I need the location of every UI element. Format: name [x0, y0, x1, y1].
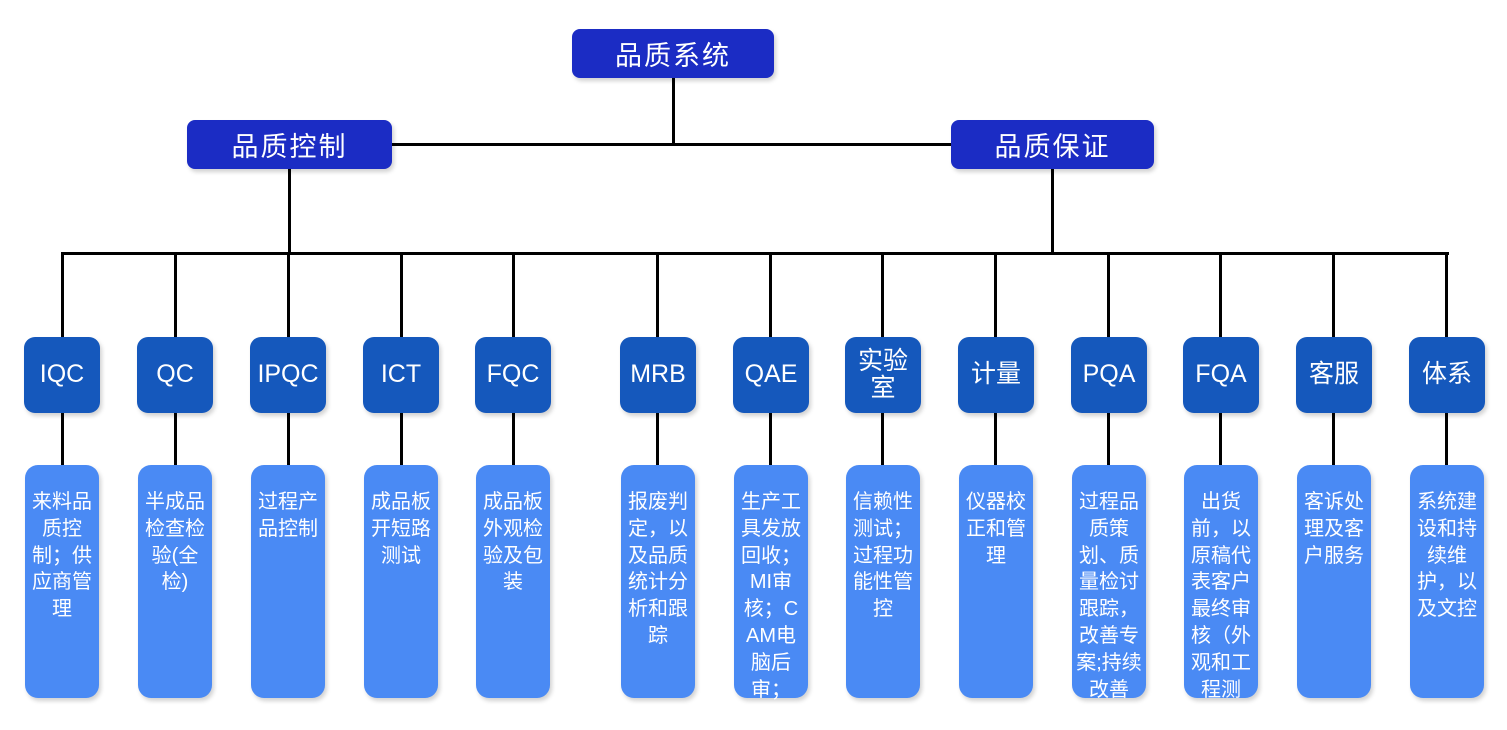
- card-detail-pqa[interactable]: 过程品质策划、质量检讨跟踪，改善专案;持续改善: [1072, 465, 1146, 701]
- detail-text-1: 半成品检查检验(全检): [145, 491, 205, 594]
- detail-text-3: 成品板开短路测试: [371, 491, 431, 567]
- connector-drop-system: [1445, 252, 1448, 338]
- detail-text-0: 来料品质控制；供应商管理: [32, 491, 92, 621]
- node-branch-label-1: 品质保证: [994, 132, 1111, 162]
- card-detail-metrology[interactable]: 仪器校正和管理: [959, 465, 1033, 698]
- department-code-11: 客服: [1308, 360, 1359, 389]
- connector-stub-lab: [881, 413, 884, 466]
- node-branch-quality-assurance[interactable]: 品质保证: [951, 120, 1154, 169]
- connector-drop-service: [1332, 252, 1335, 338]
- department-code-8: 计量: [970, 360, 1021, 389]
- node-department-qae[interactable]: QAE: [733, 337, 809, 413]
- detail-text-8: 仪器校正和管理: [966, 491, 1026, 567]
- connector-stub-fqa: [1219, 413, 1222, 466]
- node-department-fqc[interactable]: FQC: [475, 337, 551, 413]
- connector-root-stem: [672, 78, 675, 145]
- node-department-laboratory[interactable]: 实验室: [845, 337, 921, 413]
- department-code-6: QAE: [744, 360, 798, 389]
- node-department-mrb[interactable]: MRB: [620, 337, 696, 413]
- card-detail-system[interactable]: 系统建设和持续维护，以及文控: [1410, 465, 1484, 698]
- connector-drop-fqc: [512, 252, 515, 338]
- card-detail-fqc[interactable]: 成品板外观检验及包装: [476, 465, 550, 698]
- detail-text-12: 系统建设和持续维护，以及文控: [1417, 491, 1477, 621]
- department-code-4: FQC: [486, 360, 540, 389]
- department-code-7: 实验室: [857, 346, 908, 402]
- card-detail-fqa[interactable]: 出货前，以原稿代表客户最终审核（外观和工程测量）: [1184, 465, 1258, 727]
- detail-text-6: 生产工具发放回收；MI审核；CAM电脑后审；: [741, 491, 801, 701]
- department-code-5: MRB: [630, 360, 686, 389]
- connector-department-bus: [61, 252, 1449, 255]
- department-code-0: IQC: [39, 360, 85, 389]
- connector-qc-stem: [288, 169, 291, 254]
- connector-stub-mrb: [656, 413, 659, 466]
- detail-text-11: 客诉处理及客户服务: [1304, 491, 1364, 567]
- card-detail-mrb[interactable]: 报废判定，以及品质统计分析和跟踪: [621, 465, 695, 698]
- connector-stub-system: [1445, 413, 1448, 466]
- card-detail-qc[interactable]: 半成品检查检验(全检): [138, 465, 212, 698]
- node-root-label: 品质系统: [615, 41, 731, 71]
- connector-stub-service: [1332, 413, 1335, 466]
- node-branch-label-0: 品质控制: [231, 132, 348, 162]
- connector-drop-pqa: [1107, 252, 1110, 338]
- department-code-12: 体系: [1421, 360, 1472, 389]
- detail-text-10: 出货前，以原稿代表客户最终审核（外观和工程测量）: [1191, 491, 1251, 728]
- connector-stub-pqa: [1107, 413, 1110, 466]
- card-detail-ipqc[interactable]: 过程产品控制: [251, 465, 325, 698]
- card-detail-laboratory[interactable]: 信赖性测试；过程功能性管控: [846, 465, 920, 698]
- department-code-3: ICT: [380, 360, 422, 389]
- connector-stub-qae: [769, 413, 772, 466]
- connector-drop-ict: [400, 252, 403, 338]
- detail-text-9: 过程品质策划、质量检讨跟踪，改善专案;持续改善: [1076, 491, 1142, 701]
- connector-stub-qc: [174, 413, 177, 466]
- connector-stub-metrology: [994, 413, 997, 466]
- node-department-system[interactable]: 体系: [1409, 337, 1485, 413]
- connector-stub-iqc: [61, 413, 64, 466]
- connector-drop-qae: [769, 252, 772, 338]
- card-detail-customer-service[interactable]: 客诉处理及客户服务: [1297, 465, 1371, 698]
- connector-drop-mrb: [656, 252, 659, 338]
- department-code-2: IPQC: [257, 360, 319, 389]
- department-code-1: QC: [156, 360, 194, 389]
- node-department-ict[interactable]: ICT: [363, 337, 439, 413]
- connector-drop-lab: [881, 252, 884, 338]
- node-root-quality-system[interactable]: 品质系统: [572, 29, 774, 78]
- detail-text-5: 报废判定，以及品质统计分析和跟踪: [628, 491, 688, 647]
- connector-stub-ipqc: [287, 413, 290, 466]
- connector-branch-bus: [289, 143, 1054, 146]
- node-department-iqc[interactable]: IQC: [24, 337, 100, 413]
- card-detail-ict[interactable]: 成品板开短路测试: [364, 465, 438, 698]
- card-detail-iqc[interactable]: 来料品质控制；供应商管理: [25, 465, 99, 698]
- connector-stub-fqc: [512, 413, 515, 466]
- department-code-10: FQA: [1195, 360, 1247, 389]
- detail-text-4: 成品板外观检验及包装: [483, 491, 543, 594]
- node-department-pqa[interactable]: PQA: [1071, 337, 1147, 413]
- detail-text-7: 信赖性测试；过程功能性管控: [853, 491, 913, 621]
- card-detail-qae[interactable]: 生产工具发放回收；MI审核；CAM电脑后审；: [734, 465, 808, 701]
- connector-stub-ict: [400, 413, 403, 466]
- node-department-customer-service[interactable]: 客服: [1296, 337, 1372, 413]
- connector-drop-fqa: [1219, 252, 1222, 338]
- connector-drop-iqc: [61, 252, 64, 338]
- connector-qa-stem: [1051, 169, 1054, 254]
- node-department-qc[interactable]: QC: [137, 337, 213, 413]
- detail-text-2: 过程产品控制: [258, 491, 318, 540]
- connector-drop-ipqc: [287, 252, 290, 338]
- node-department-ipqc[interactable]: IPQC: [250, 337, 326, 413]
- node-department-metrology[interactable]: 计量: [958, 337, 1034, 413]
- connector-drop-metrology: [994, 252, 997, 338]
- node-department-fqa[interactable]: FQA: [1183, 337, 1259, 413]
- node-branch-quality-control[interactable]: 品质控制: [187, 120, 392, 169]
- connector-drop-qc: [174, 252, 177, 338]
- department-code-9: PQA: [1082, 360, 1136, 389]
